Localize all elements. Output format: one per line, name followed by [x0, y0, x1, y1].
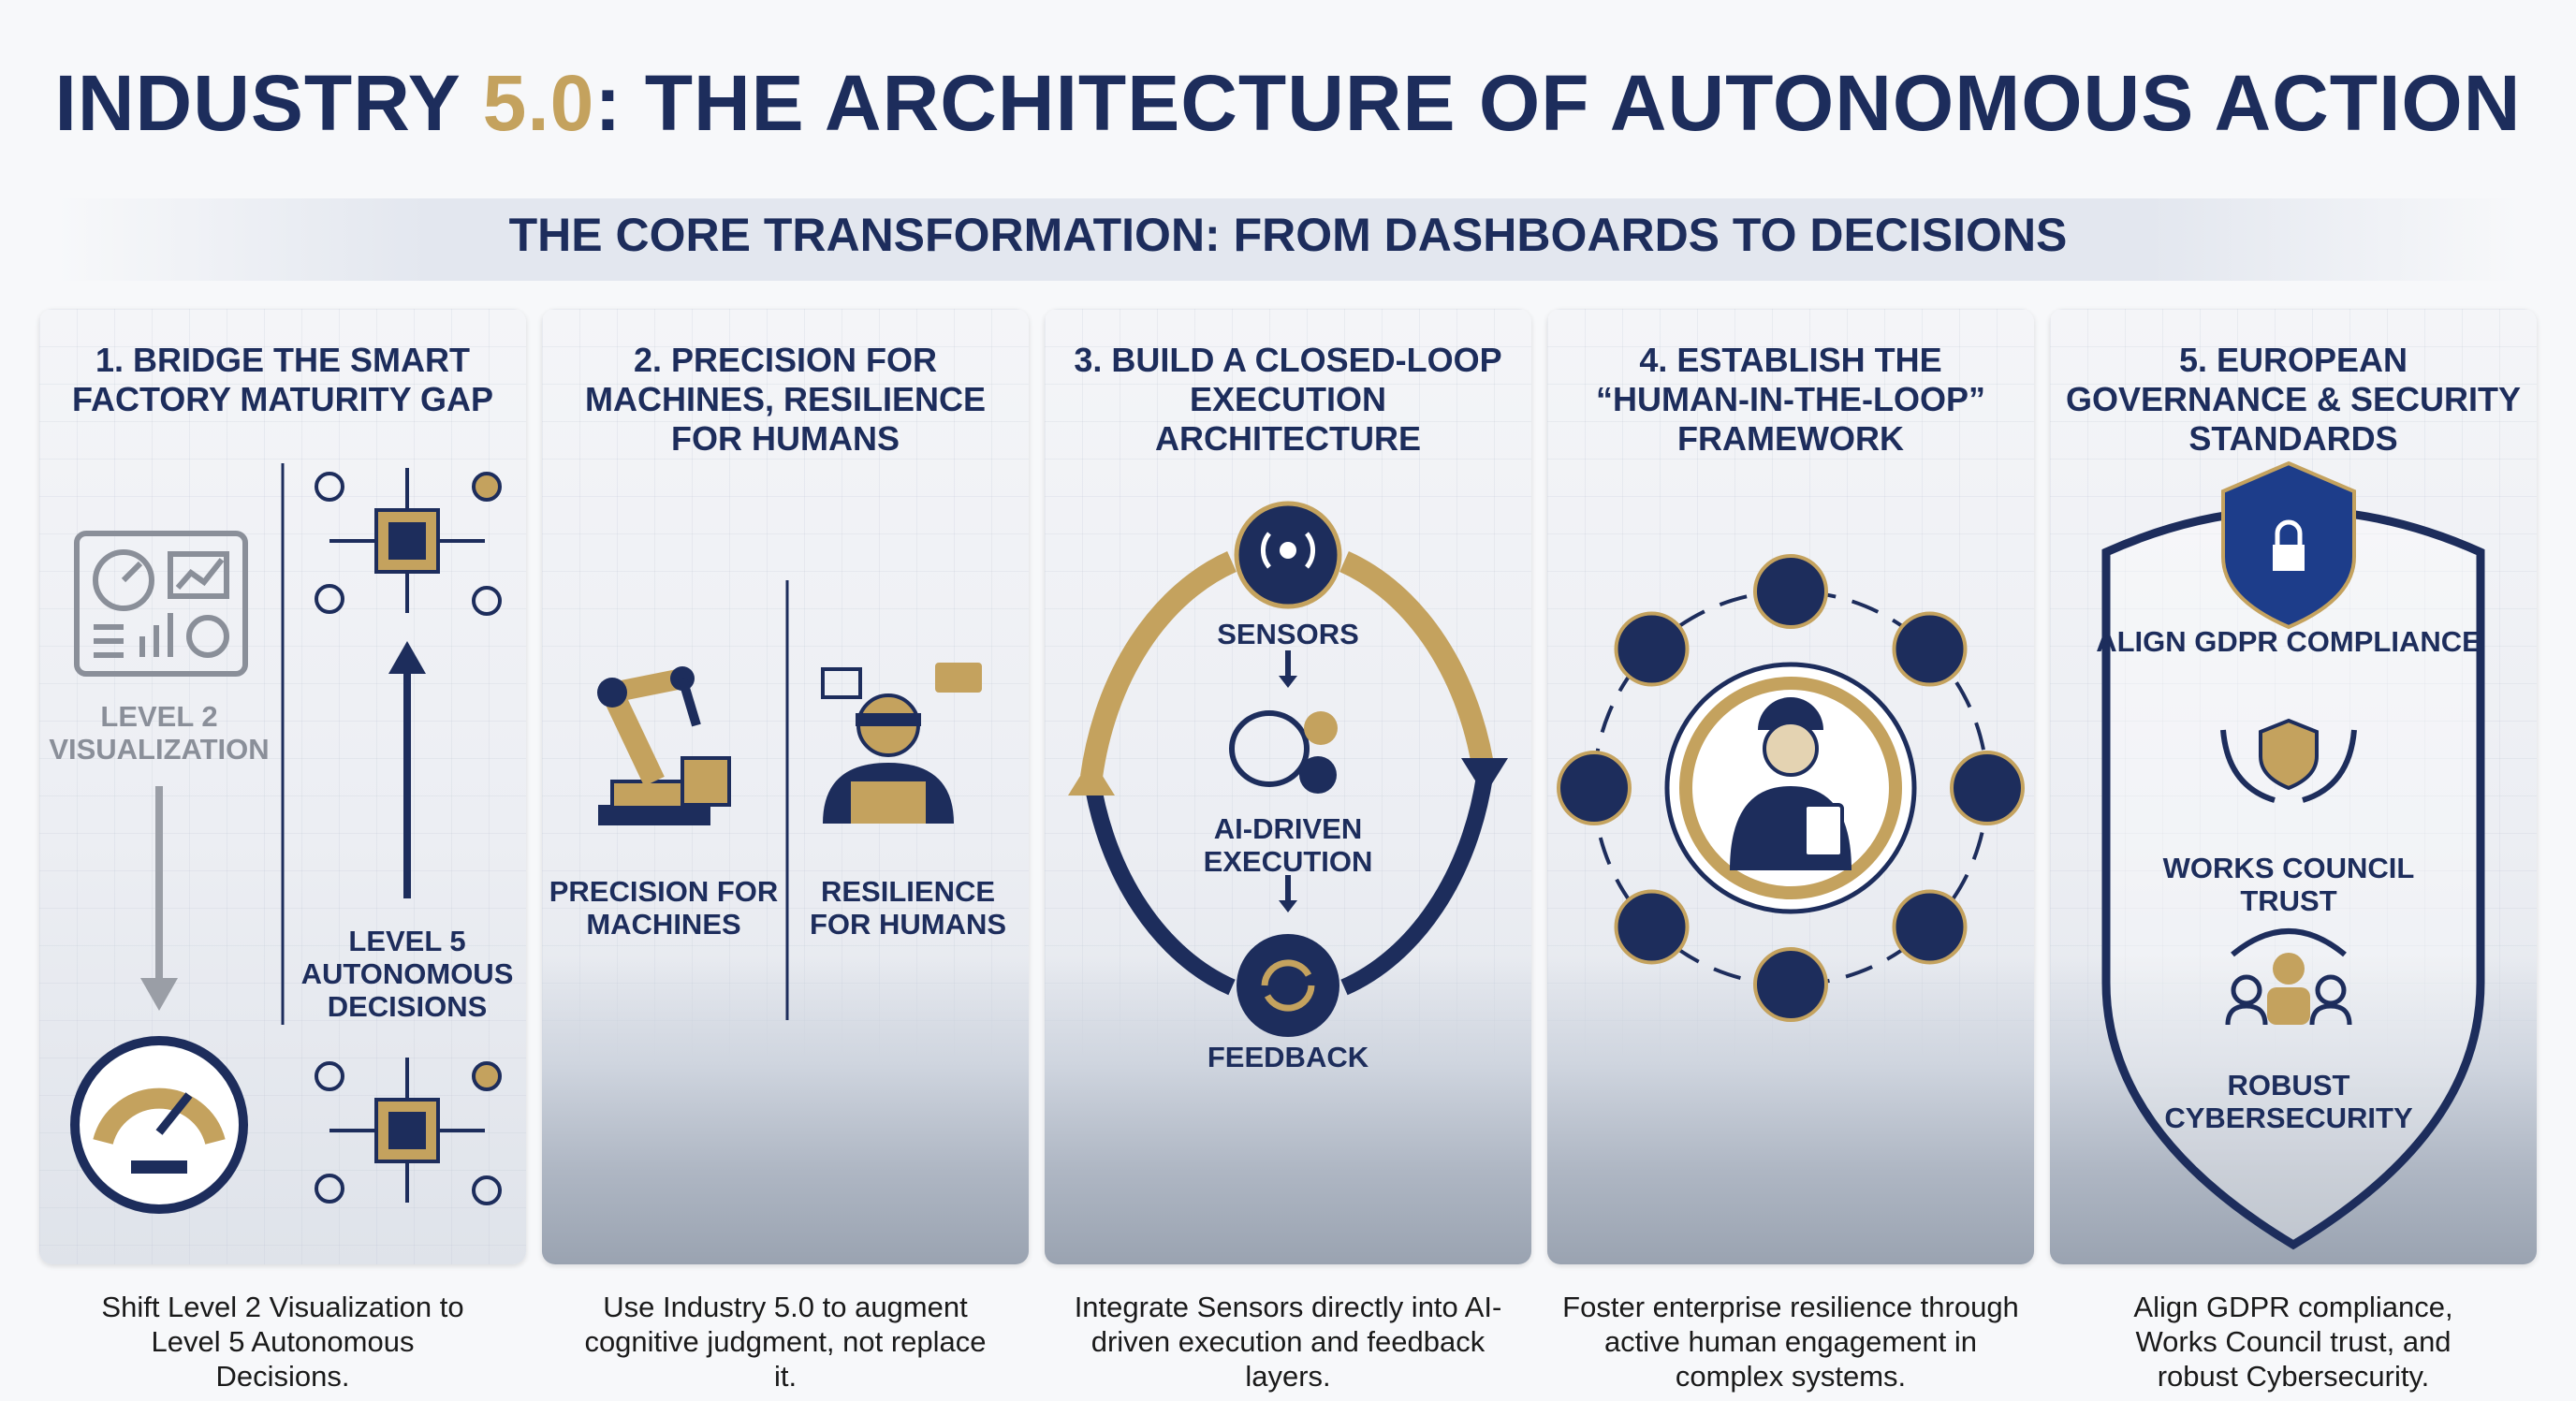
panel-heading: 2. PRECISION FOR MACHINES, RESILIENCE FO…: [584, 341, 987, 458]
caption-2: Use Industry 5.0 to augment cognitive ju…: [584, 1291, 987, 1393]
hands-shield-icon: [2220, 718, 2357, 803]
network-node-icon: [1557, 751, 1632, 825]
network-node-icon: [1892, 889, 1968, 965]
label-ai-execution: AI-DRIVEN EXECUTION: [1203, 812, 1373, 878]
worker-tablet-icon: [1730, 697, 1852, 870]
label-cybersecurity: ROBUST CYBERSECURITY: [2164, 1069, 2413, 1134]
panel-human-in-loop: 4. ESTABLISH THE “HUMAN-IN-THE-LOOP” FRA…: [1547, 309, 2034, 1264]
title-highlight: 5.0: [482, 59, 595, 147]
network-node-icon: [1753, 947, 1828, 1022]
caption-5: Align GDPR compliance, Works Council tru…: [2133, 1291, 2453, 1393]
person-laptop-icon: [821, 663, 982, 824]
panel-precision-resilience: 2. PRECISION FOR MACHINES, RESILIENCE FO…: [542, 309, 1029, 1264]
dashboard-icon: [74, 531, 248, 677]
arrow-down-icon: [1279, 875, 1297, 912]
panel-closed-loop: 3. BUILD A CLOSED-LOOP EXECUTION ARCHITE…: [1045, 309, 1531, 1264]
arrow-up-icon: [388, 641, 426, 898]
arrow-down-icon: [140, 786, 178, 1011]
label-works-council: WORKS COUNCIL TRUST: [2162, 852, 2415, 917]
label-precision: PRECISION FOR MACHINES: [549, 875, 779, 941]
page-title: INDUSTRY 5.0: THE ARCHITECTURE OF AUTONO…: [0, 58, 2576, 149]
caption-4: Foster enterprise resilience through act…: [1562, 1291, 2019, 1393]
robot-arm-icon: [597, 666, 731, 825]
label-resilience: RESILIENCE FOR HUMANS: [809, 875, 1007, 941]
subtitle-band: [56, 198, 2520, 281]
label-feedback: FEEDBACK: [1207, 1041, 1369, 1073]
panel-heading: 3. BUILD A CLOSED-LOOP EXECUTION ARCHITE…: [1074, 341, 1502, 458]
label-gdpr: ALIGN GDPR COMPLIANCE: [2096, 625, 2481, 658]
refresh-icon: [1237, 934, 1339, 1037]
eu-shield-lock-icon: [2221, 460, 2356, 630]
panel-governance: 5. EUROPEAN GOVERNANCE & SECURITY STANDA…: [2050, 309, 2537, 1264]
sensor-icon: [1234, 501, 1342, 609]
network-node-icon: [1614, 889, 1690, 965]
panel-heading: 1. BRIDGE THE SMART FACTORY MATURITY GAP: [71, 341, 494, 418]
network-node-icon: [1950, 751, 2025, 825]
panel-heading: 4. ESTABLISH THE “HUMAN-IN-THE-LOOP” FRA…: [1596, 341, 1985, 458]
label-sensors: SENSORS: [1217, 618, 1359, 650]
panel-maturity-gap: 1. BRIDGE THE SMART FACTORY MATURITY GAP: [39, 309, 526, 1264]
label-level-5: LEVEL 5 AUTONOMOUS DECISIONS: [300, 925, 514, 1023]
chip-network-icon: [315, 1058, 502, 1205]
network-node-icon: [1614, 611, 1690, 687]
label-level-2: LEVEL 2 VISUALIZATION: [49, 700, 270, 766]
subtitle: THE CORE TRANSFORMATION: FROM DASHBOARDS…: [508, 209, 2068, 261]
caption-1: Shift Level 2 Visualization to Level 5 A…: [101, 1291, 464, 1393]
people-group-icon: [2225, 928, 2352, 1026]
brain-gear-icon: [1229, 710, 1338, 794]
network-node-icon: [1892, 611, 1968, 687]
gauge-icon: [70, 1036, 248, 1214]
caption-3: Integrate Sensors directly into AI-drive…: [1074, 1291, 1502, 1393]
title-text-rest: : THE ARCHITECTURE OF AUTONOMOUS ACTION: [594, 59, 2522, 147]
arrow-down-icon: [1279, 650, 1297, 688]
panel-heading: 5. EUROPEAN GOVERNANCE & SECURITY STANDA…: [2065, 341, 2522, 458]
network-node-icon: [1753, 554, 1828, 629]
chip-network-icon: [315, 468, 502, 616]
title-text: INDUSTRY: [54, 59, 483, 147]
loop-cycle: [1068, 551, 1508, 996]
